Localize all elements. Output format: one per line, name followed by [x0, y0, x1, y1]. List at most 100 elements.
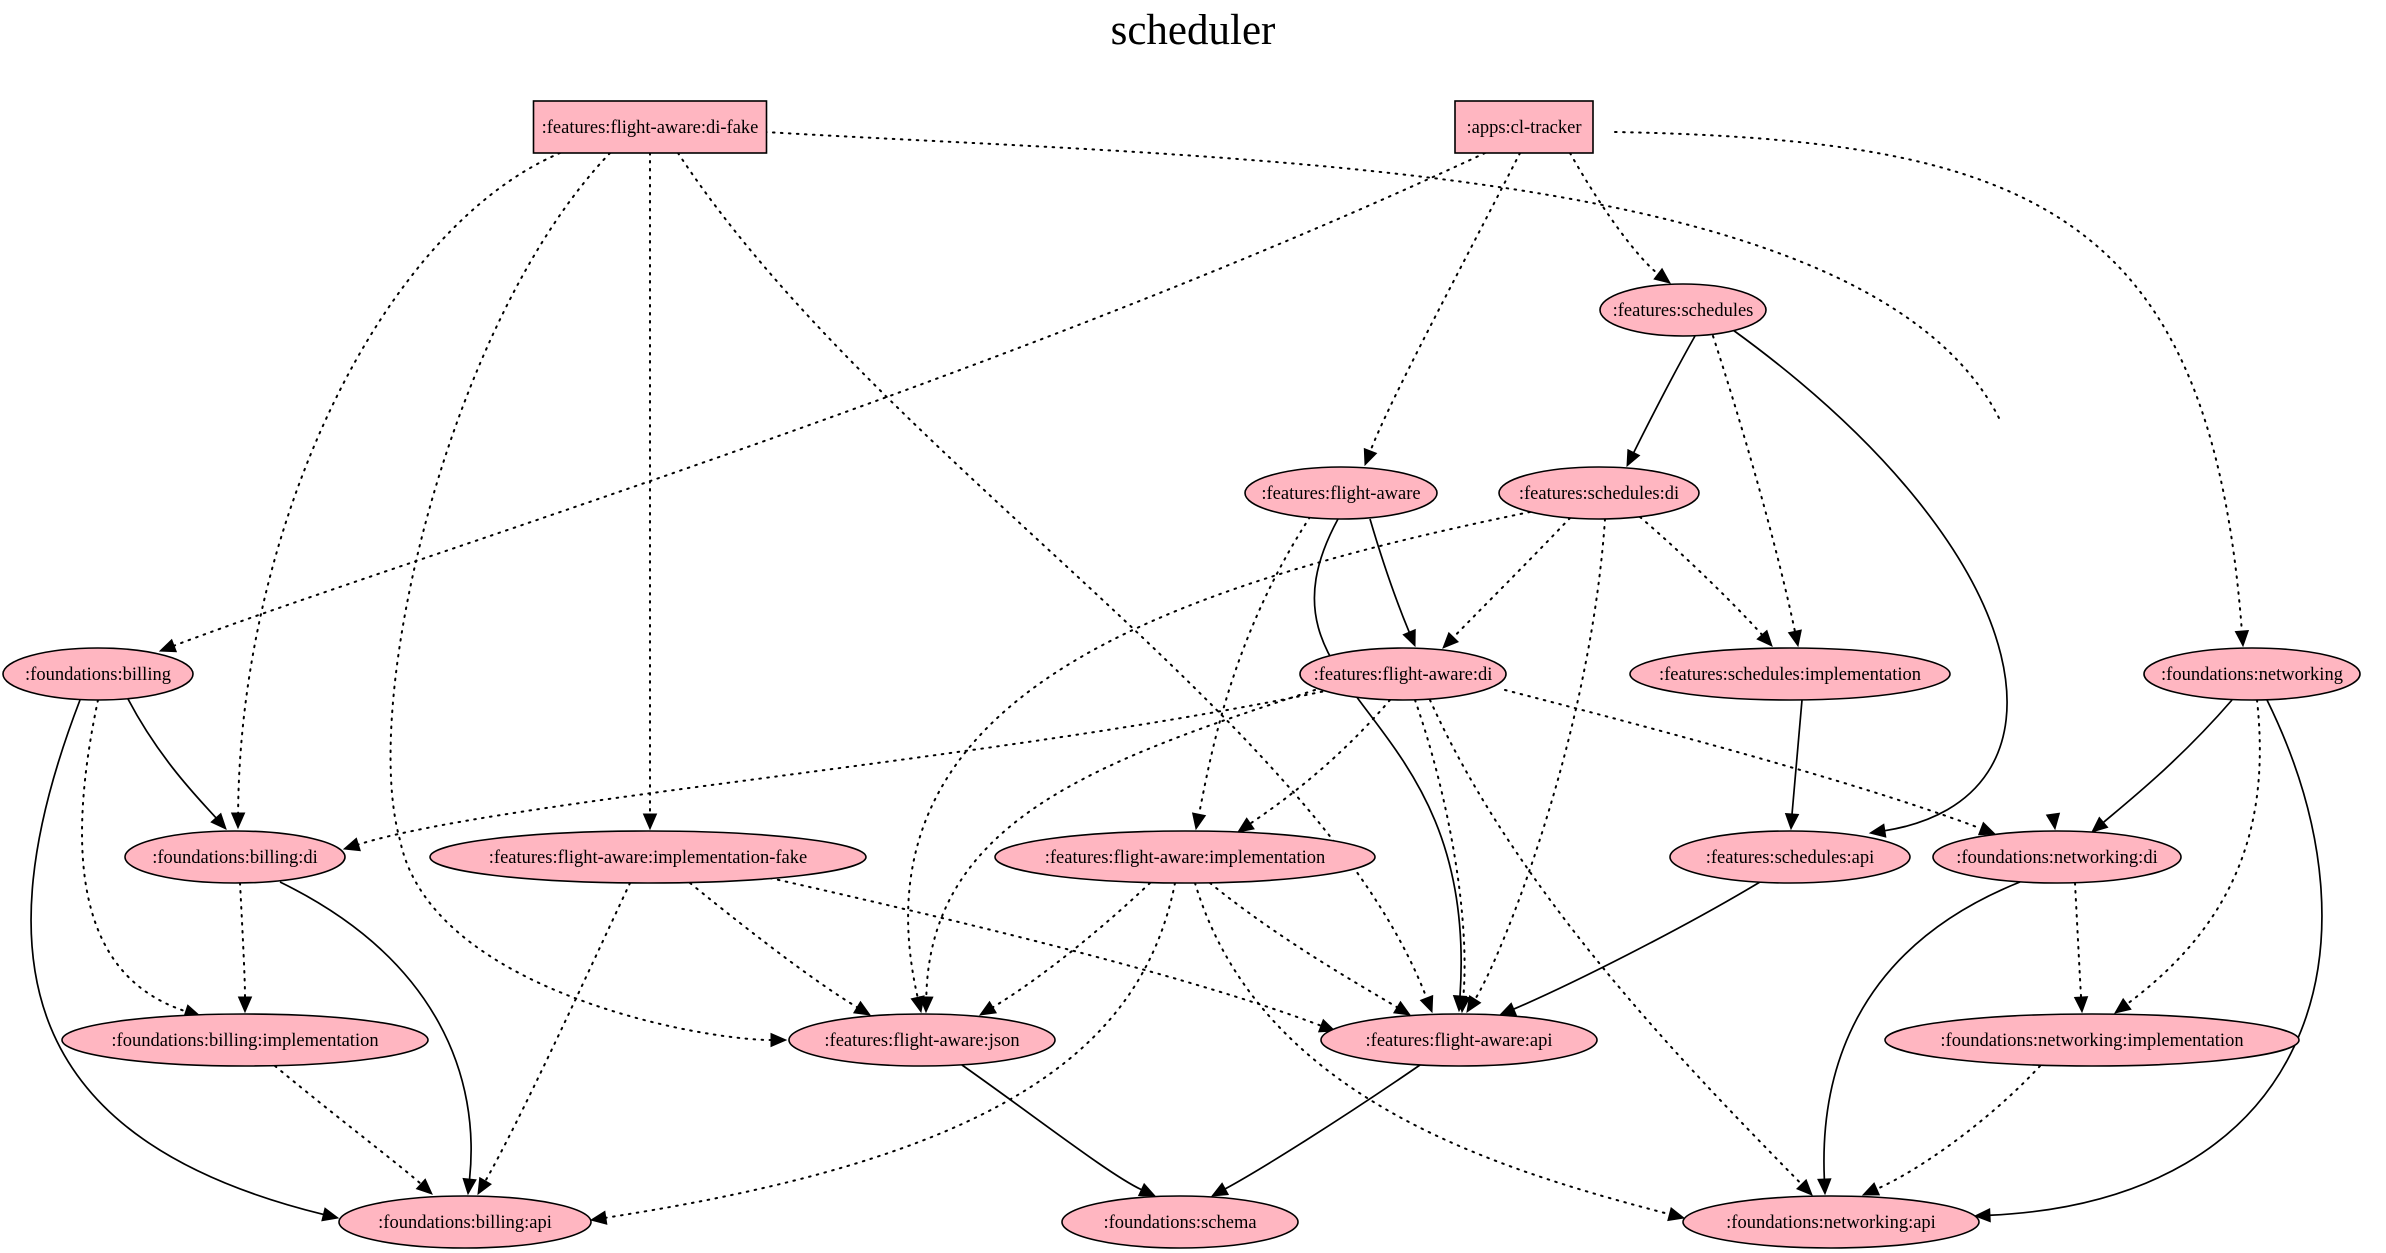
edge-line	[1197, 516, 1311, 816]
node-net-api: :foundations:networking:api	[1682, 1195, 1980, 1249]
edge-cl_tracker-to-schedules	[1569, 152, 1671, 284]
arrowhead	[1191, 812, 1207, 831]
edge-line	[1791, 699, 1803, 815]
edge-cl_tracker-to-flight_aware	[1363, 152, 1521, 467]
node-ellipse	[1629, 647, 1951, 701]
arrowhead	[1498, 1002, 1518, 1016]
node-schedules: :features:schedules	[1599, 283, 1767, 337]
node-label: :apps:cl-tracker	[1466, 118, 1581, 138]
edge-line	[357, 689, 1331, 846]
edge-cl_tracker-to-networking	[1614, 131, 2250, 648]
edge-net_di-to-net_api	[1817, 881, 2021, 1196]
node-fa-impl: :features:flight-aware:implementation	[994, 830, 1376, 884]
edge-fad_fake-to-billing_di	[230, 152, 561, 830]
node-label: :foundations:networking:api	[1726, 1213, 1936, 1233]
edges-layer	[30, 131, 2323, 1225]
node-label: :features:flight-aware:json	[824, 1031, 1019, 1051]
edge-line	[1632, 335, 1696, 453]
edge-line	[127, 698, 217, 819]
node-ellipse	[338, 1195, 592, 1249]
edge-schedules_di-to-fa_json	[907, 511, 1531, 1014]
arrowhead	[1973, 1208, 1991, 1223]
node-label: :foundations:billing:di	[152, 848, 317, 868]
arrowhead	[642, 813, 658, 831]
edge-fad_fake-to-fa_json	[389, 152, 788, 1048]
node-ellipse	[1884, 1013, 2300, 1067]
edge-billing_di-to-billing_api	[279, 881, 477, 1196]
arrowhead	[1817, 1178, 1832, 1196]
edge-line	[1513, 881, 1761, 1010]
node-ellipse	[788, 1013, 1056, 1067]
edge-line	[1209, 882, 1399, 1009]
edge-line	[30, 699, 324, 1216]
node-networking: :foundations:networking	[2143, 647, 2361, 701]
arrowhead	[237, 996, 253, 1014]
edge-billing_impl-to-billing_api	[274, 1065, 433, 1195]
arrowhead	[230, 812, 246, 830]
node-ellipse	[2143, 647, 2361, 701]
edge-line	[1224, 1064, 1421, 1190]
arrowhead	[1456, 995, 1471, 1014]
edge-fa_impl-to-fa_json	[978, 882, 1151, 1016]
node-fa-api: :features:flight-aware:api	[1320, 1013, 1598, 1067]
edge-fa_api-to-schema	[1210, 1064, 1421, 1197]
edge-line	[274, 1065, 422, 1185]
node-box	[1454, 100, 1594, 154]
node-ellipse	[429, 830, 867, 884]
edge-line	[279, 881, 472, 1180]
arrowhead	[770, 1032, 788, 1048]
edge-line	[1369, 152, 1521, 452]
node-fa-di: :features:flight-aware:di	[1299, 647, 1507, 701]
arrowhead	[462, 1177, 477, 1196]
edge-line	[1504, 689, 1982, 830]
arrowhead	[589, 1210, 608, 1225]
edge-fa_di-to-net_di	[1504, 689, 1997, 836]
node-fa-impl-fake: :features:flight-aware:implementation-fa…	[429, 830, 867, 884]
arrowhead	[1861, 1182, 1881, 1196]
edge-line	[764, 131, 2001, 421]
arrowhead	[852, 1000, 872, 1016]
edge-billing_di-to-billing_impl	[237, 882, 253, 1014]
arrowhead	[919, 996, 934, 1014]
edge-fa_impl-to-billing_api	[589, 882, 1176, 1225]
edge-line	[961, 1064, 1142, 1191]
arrowhead	[210, 812, 227, 830]
node-label: :features:schedules:implementation	[1659, 665, 1921, 685]
edge-line	[484, 882, 631, 1182]
edge-line	[1414, 699, 1466, 999]
edge-networking-to-net_impl	[2113, 699, 2261, 1014]
node-label: :foundations:networking	[2161, 665, 2343, 685]
node-ellipse	[61, 1013, 429, 1067]
arrowhead	[1402, 628, 1416, 648]
edge-schedules-to-sched_api	[1732, 329, 2008, 838]
arrowhead	[1756, 629, 1773, 647]
arrowhead	[1626, 448, 1641, 468]
edge-net_impl-to-net_api	[1861, 1065, 2041, 1196]
edge-flight_aware-to-fa_impl	[1191, 516, 1311, 831]
arrowhead	[978, 1000, 998, 1016]
edge-fad_fake-to-fa_impl_fake	[642, 152, 658, 831]
arrowhead	[477, 1176, 492, 1196]
node-label: :foundations:billing	[25, 665, 171, 685]
node-label: :features:schedules	[1613, 301, 1754, 321]
edge-line	[1249, 699, 1391, 825]
node-label: :foundations:networking:implementation	[1940, 1031, 2243, 1051]
edge-schedules_di-to-sched_impl	[1639, 516, 1773, 647]
arrowhead	[2073, 996, 2089, 1014]
node-billing-impl: :foundations:billing:implementation	[61, 1013, 429, 1067]
edge-line	[907, 511, 1531, 999]
edge-line	[1474, 518, 1606, 1001]
edge-line	[925, 689, 1316, 999]
arrowhead	[1667, 1207, 1686, 1222]
node-schedules-di: :features:schedules:di	[1498, 466, 1700, 520]
arrowhead	[1363, 447, 1378, 467]
edge-line	[2126, 699, 2261, 1006]
arrowhead	[1466, 995, 1482, 1014]
edge-fa_impl_fake-to-billing_api	[477, 882, 631, 1196]
arrowhead	[1653, 267, 1671, 284]
edge-networking-to-net_di	[2091, 699, 2233, 833]
arrowhead	[1317, 1018, 1337, 1033]
edge-line	[677, 152, 1428, 999]
edge-fad_fake-to-fa_api	[677, 152, 1434, 1014]
node-ellipse	[1244, 466, 1438, 520]
